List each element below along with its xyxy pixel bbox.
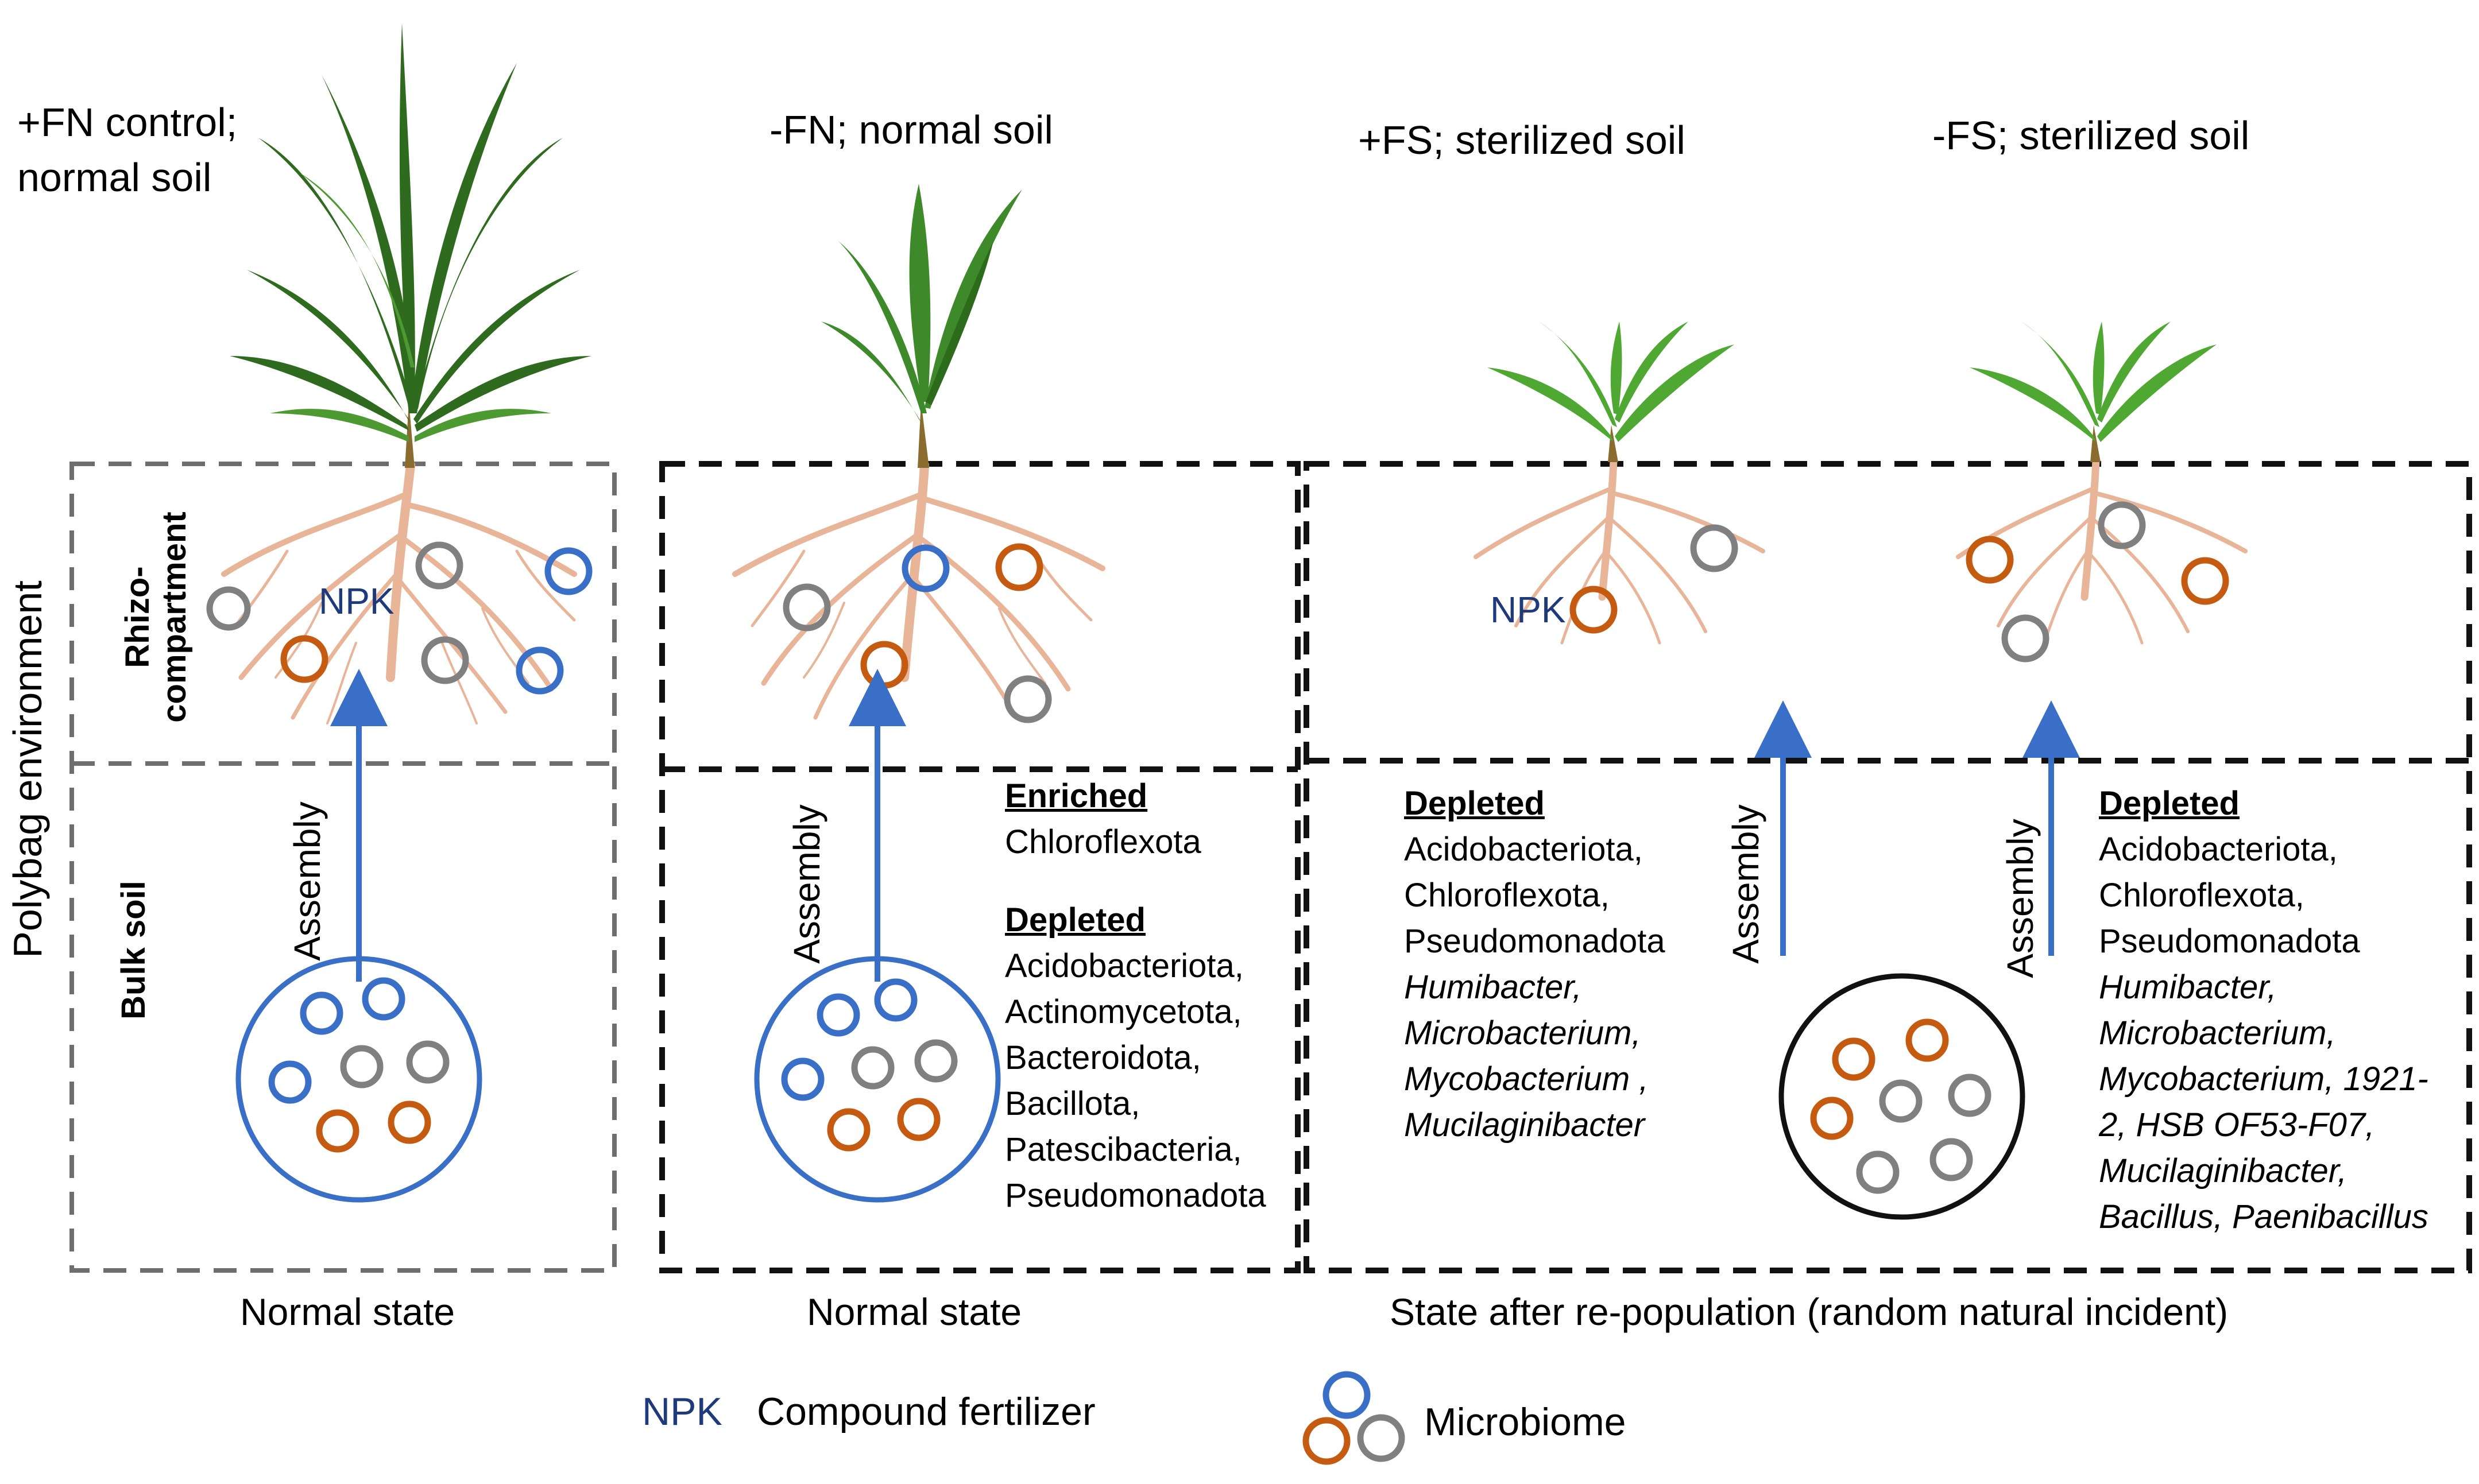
state-label-2: Normal state [807,1291,1022,1333]
panel-2-taxa: Enriched Chloroflexota Depleted Acidobac… [1005,773,1266,1219]
microbe-gray [415,541,463,590]
panel-4-taxa: Depleted Acidobacteriota, Chloroflexota,… [2099,781,2428,1240]
condition-label-3: +FS; sterilized soil [1358,118,1685,162]
bulk-soil-label: Bulk soil [115,881,152,1020]
depleted-heading: Depleted [1005,901,1146,939]
plant-4 [1956,321,2248,645]
microbe-blue [544,547,593,595]
legend-microbiome-text: Microbiome [1424,1400,1626,1444]
depleted-item: Pseudomonadota [1005,1177,1266,1214]
plant-1-leaves [230,23,591,432]
condition-label-2: -FN; normal soil [769,107,1053,152]
plant-1 [221,23,591,724]
enriched-item: Chloroflexota [1005,823,1201,861]
legend-npk-key: NPK [642,1390,722,1433]
assembly-arrows [330,669,2080,982]
bulk-pool-34 [1778,973,2025,1220]
depleted-phylum: Acidobacteriota, [1404,831,1643,868]
side-label-polybag: Polybag environment [5,580,50,958]
plant-3 [1474,321,1765,645]
plant-1-leaves-light [270,172,551,442]
plant-3-roots [1474,455,1765,645]
depleted-genus: Microbacterium, [1404,1014,1641,1052]
microbe-gray [2098,501,2146,549]
microbe-blue [516,646,564,695]
microbe-orange [280,635,328,683]
microbe-gray [421,636,469,684]
rhizo-microbes [206,501,2229,723]
plant-2-leaves-dark [926,241,993,405]
plant-3-leaves [1487,321,1734,442]
npk-label-3: NPK [1490,589,1566,630]
depleted-phylum: Pseudomonadota [1404,923,1665,960]
microbe-orange [995,543,1043,591]
legend-microbiome-icon [1302,1371,1405,1465]
depleted-phylum: Acidobacteriota, [2099,831,2338,868]
depleted-heading: Depleted [1404,785,1545,822]
depleted-genus: Bacillus, Paenibacillus [2099,1198,2428,1235]
microbe-orange [2181,557,2229,605]
microbe-gray [1690,524,1738,572]
depleted-item: Actinomycetota, [1005,993,1242,1030]
depleted-item: Acidobacteriota, [1005,947,1244,985]
plant-4-roots [1956,455,2248,645]
depleted-genus: Mycobacterium, 1921- [2099,1060,2428,1098]
microbe-gray [1004,675,1052,723]
depleted-item: Bacteroidota, [1005,1039,1201,1076]
plant-4-leaves [1970,321,2217,442]
bulk-pool-2 [754,956,1001,1203]
npk-label-1: NPK [319,580,395,622]
microbe-blue [902,544,950,592]
state-label-3: State after re-population (random natura… [1390,1291,2229,1333]
legend-npk-text: Compound fertilizer [757,1390,1096,1433]
assembly-label-4: Assembly [2000,819,2041,978]
depleted-heading: Depleted [2099,785,2240,822]
depleted-phylum: Pseudomonadota [2099,923,2360,960]
plant-2 [732,184,1105,720]
microbe-orange [1966,536,2014,584]
condition-label-1: +FN control; normal soil [17,100,238,200]
depleted-genus: Humibacter, [1404,968,1582,1006]
plant-2-leaves [821,184,1022,424]
bulk-pool-1 [235,956,482,1203]
panel-2-box [659,461,1301,1273]
depleted-genus: Humibacter, [2099,968,2277,1006]
depleted-genus: Mycobacterium , [1404,1060,1649,1098]
depleted-phylum: Chloroflexota, [2099,877,2304,914]
condition-label-4: -FS; sterilized soil [1932,113,2250,158]
depleted-item: Patescibacteria, [1005,1131,1242,1168]
microbe-orange [1569,586,1618,634]
panel-1-box [69,462,617,1273]
depleted-genus: Microbacterium, [2099,1014,2336,1052]
depleted-item: Bacillota, [1005,1085,1140,1122]
assembly-label-3: Assembly [1725,804,1766,964]
depleted-genus: Mucilaginibacter [1404,1106,1645,1144]
microbe-gray [783,583,831,631]
panel-34-box [1304,461,2472,1273]
enriched-heading: Enriched [1005,777,1148,815]
state-label-1: Normal state [240,1291,455,1333]
microbe-gray [206,586,251,631]
depleted-phylum: Chloroflexota, [1404,877,1610,914]
microbe-orange [860,641,908,689]
microbe-gray [2001,614,2049,662]
depleted-genus: Mucilaginibacter, [2099,1152,2347,1189]
depleted-genus: 2, HSB OF53-F07, [2099,1106,2375,1144]
panel-3-taxa: Depleted Acidobacteriota, Chloroflexota,… [1404,781,1665,1148]
assembly-label-1: Assembly [287,801,328,961]
assembly-label-2: Assembly [786,804,827,964]
rhizo-compartment-label: Rhizo- compartment [119,512,193,723]
